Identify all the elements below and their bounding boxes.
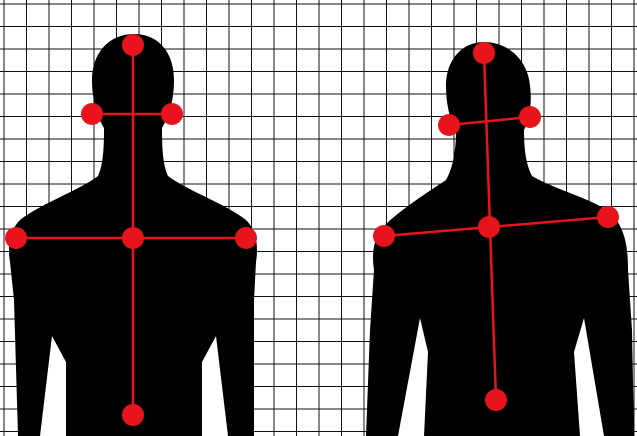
right-marker-ear-left	[438, 114, 460, 136]
left-marker-ear-right	[161, 103, 183, 125]
right-marker-spine-base	[485, 389, 507, 411]
right-marker-shoulder-left	[373, 225, 395, 247]
right-marker-head-top	[473, 42, 495, 64]
left-marker-shoulder-right	[235, 227, 257, 249]
left-marker-spine-base	[122, 404, 144, 426]
right-marker-ear-right	[519, 106, 541, 128]
left-marker-head-top	[122, 34, 144, 56]
left-marker-spine-center	[122, 227, 144, 249]
left-marker-ear-left	[81, 103, 103, 125]
right-marker-shoulder-right	[597, 206, 619, 228]
left-marker-shoulder-left	[5, 227, 27, 249]
right-marker-spine-center	[478, 216, 500, 238]
